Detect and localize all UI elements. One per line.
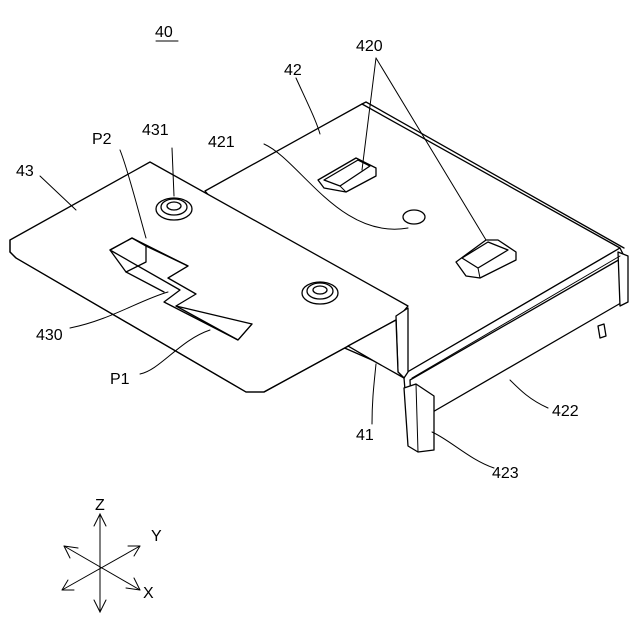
label-420: 420 [356, 38, 383, 55]
label-41: 41 [356, 427, 374, 444]
label-main-40: 40 [155, 24, 173, 41]
label-421: 421 [208, 134, 235, 151]
label-p1: P1 [110, 371, 130, 388]
label-422: 422 [552, 403, 579, 420]
axis-z-label: Z [95, 497, 105, 514]
tab-423 [404, 384, 434, 452]
label-431: 431 [142, 122, 169, 139]
label-p2: P2 [92, 131, 112, 148]
axis-indicator [62, 514, 140, 612]
axis-x-label: X [143, 585, 154, 602]
axis-y-label: Y [151, 528, 162, 545]
label-43: 43 [16, 163, 34, 180]
label-423: 423 [492, 465, 519, 482]
label-430: 430 [36, 327, 63, 344]
label-42: 42 [284, 62, 302, 79]
